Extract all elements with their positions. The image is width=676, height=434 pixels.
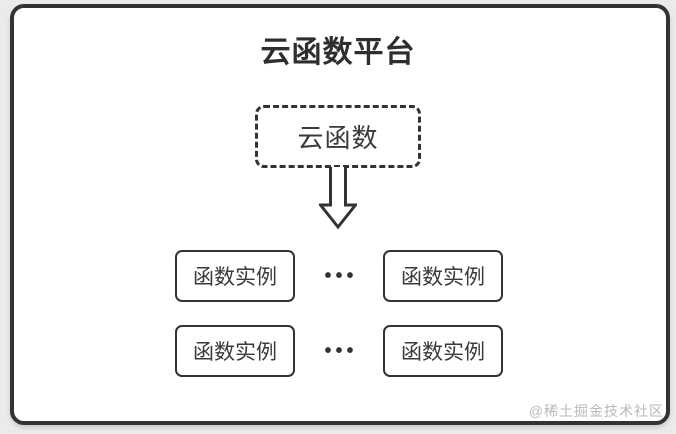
function-instance-box: 函数实例: [175, 325, 295, 377]
diagram-title: 云函数平台: [260, 36, 416, 69]
function-instance-box: 函数实例: [175, 250, 295, 302]
function-instance-label: 函数实例: [400, 266, 485, 289]
ellipsis-dots-icon: •••: [324, 340, 358, 362]
function-instance-label: 函数实例: [193, 266, 277, 289]
cloud-function-box: 云函数: [255, 105, 421, 168]
instance-row-1: 函数实例 ••• 函数实例: [175, 250, 503, 302]
function-instance-label: 函数实例: [400, 341, 485, 364]
ellipsis-dots-icon: •••: [324, 265, 358, 287]
down-block-arrow-icon: [319, 167, 357, 230]
function-instance-box: 函数实例: [382, 250, 503, 302]
function-instance-label: 函数实例: [193, 341, 277, 364]
function-instance-box: 函数实例: [382, 325, 503, 377]
watermark: @稀土掘金技术社区: [528, 403, 664, 419]
instance-row-2: 函数实例 ••• 函数实例: [175, 325, 503, 377]
cloud-function-label: 云函数: [297, 123, 379, 153]
